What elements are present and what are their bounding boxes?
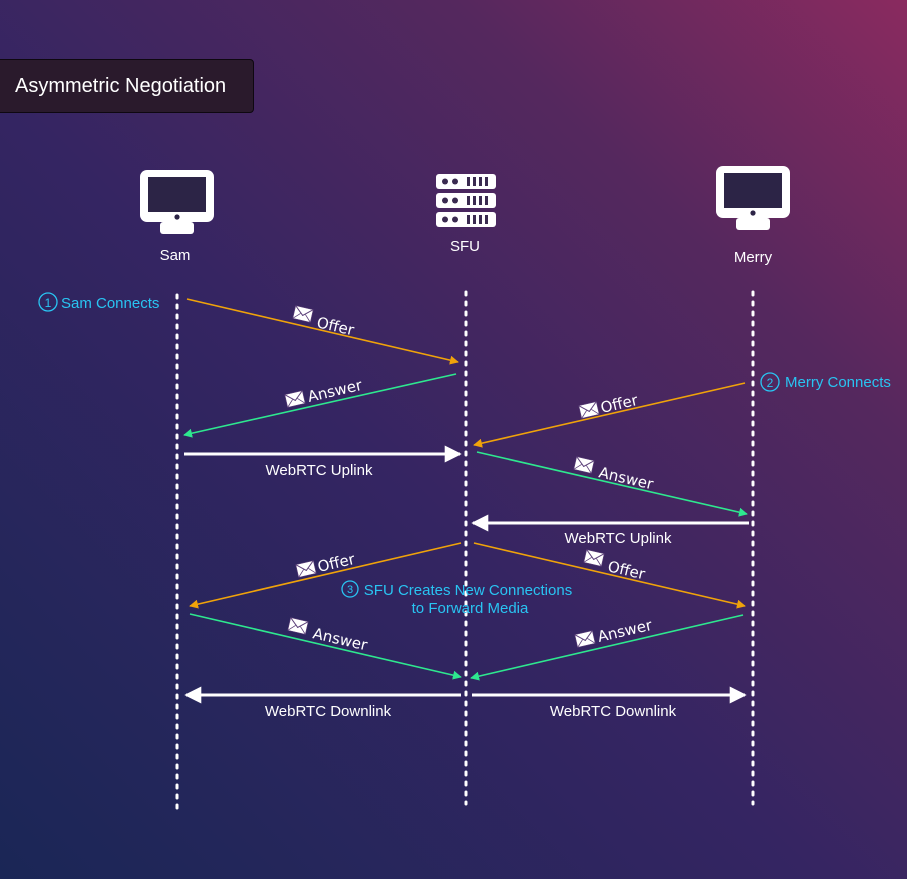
message-answer-sfu-to-merry: Answer	[476, 451, 748, 517]
step-number-2: 2	[767, 376, 774, 390]
media-uplink-sam-to-sfu: WebRTC Uplink	[184, 445, 462, 479]
envelope-icon	[573, 456, 595, 474]
message-answer-merry-to-sfu: Answer	[470, 614, 744, 681]
step-text-1: Sam Connects	[61, 295, 159, 312]
envelope-icon	[574, 630, 596, 648]
message-label: Offer	[606, 557, 647, 583]
step-text-3-line2: to Forward Media	[412, 600, 529, 617]
media-label: WebRTC Downlink	[265, 703, 392, 720]
envelope-icon	[295, 560, 317, 578]
step-number-3: 3	[347, 584, 353, 596]
actor-label-sfu: SFU	[450, 238, 480, 255]
step-note-1: 1 Sam Connects	[38, 292, 159, 312]
envelope-icon	[287, 617, 309, 635]
media-label: WebRTC Uplink	[565, 530, 672, 547]
message-label: Offer	[316, 550, 357, 576]
envelope-icon	[292, 305, 314, 323]
media-downlink-sfu-to-merry: WebRTC Downlink	[472, 686, 747, 720]
monitor-icon-sam	[140, 170, 214, 234]
envelope-icon	[284, 390, 306, 408]
message-offer-sam-to-sfu: Offer	[186, 298, 459, 365]
envelope-icon	[583, 549, 605, 567]
diagram-title-text: Asymmetric Negotiation	[15, 74, 227, 97]
message-label: Offer	[315, 313, 356, 339]
message-label: Answer	[311, 624, 370, 654]
step-number-1: 1	[45, 296, 52, 310]
message-answer-sam-to-sfu: Answer	[189, 613, 462, 680]
message-label: Answer	[596, 616, 655, 646]
message-label: Answer	[597, 463, 656, 493]
actor-label-merry: Merry	[733, 249, 773, 266]
step-text-2: Merry Connects	[785, 374, 891, 391]
media-label: WebRTC Uplink	[266, 462, 373, 479]
monitor-icon-merry	[716, 166, 790, 230]
step-note-3: 3 SFU Creates New Connections to Forward…	[341, 580, 572, 617]
envelope-icon	[578, 401, 600, 419]
actor-label-sam: Sam	[159, 247, 191, 264]
step-note-2: 2 Merry Connects	[760, 372, 891, 392]
message-offer-merry-to-sfu: Offer	[473, 382, 746, 448]
step-text-3-line1: SFU Creates New Connections	[364, 582, 572, 599]
media-uplink-merry-to-sfu: WebRTC Uplink	[471, 514, 749, 547]
media-downlink-sfu-to-sam: WebRTC Downlink	[184, 686, 461, 720]
media-label: WebRTC Downlink	[550, 703, 677, 720]
server-icon-sfu	[436, 174, 496, 227]
diagram-title: Asymmetric Negotiation	[0, 59, 254, 113]
message-label: Offer	[599, 391, 640, 417]
message-answer-sfu-to-sam: Answer	[183, 373, 457, 438]
